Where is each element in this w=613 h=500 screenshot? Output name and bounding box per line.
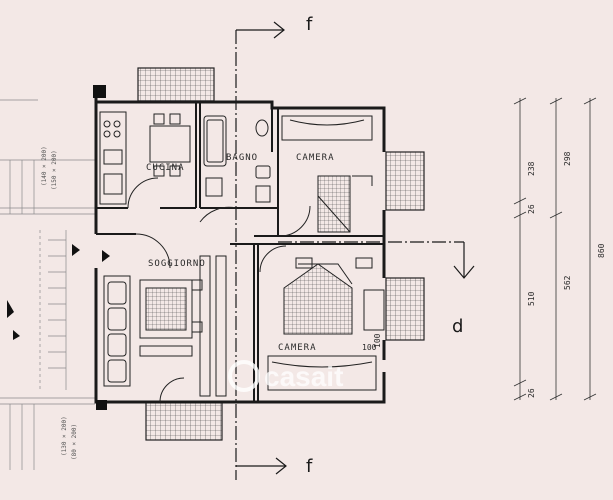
- bedroom-bottom: [259, 245, 385, 391]
- watermark: casait: [228, 360, 343, 392]
- watermark-text: casait: [264, 361, 343, 392]
- room-label-cucina: CUCINA: [146, 163, 185, 173]
- dim-26-top: 26: [527, 204, 536, 214]
- left-structure: [0, 99, 95, 470]
- room-label-soggiorno: SOGGIORNO: [148, 259, 206, 269]
- door-dim-b: 100: [373, 333, 382, 348]
- section-mark-top: f: [306, 14, 313, 35]
- dim-562: 562: [563, 275, 572, 290]
- bathroom-fixtures: [199, 115, 271, 223]
- balcony-right-top: [385, 151, 425, 211]
- bedroom-top: [279, 115, 373, 237]
- dim-26-bottom: 26: [527, 388, 536, 398]
- balcony-top: [137, 67, 215, 103]
- room-label-camera-top: CAMERA: [296, 153, 335, 163]
- kitchen-fixtures: [99, 111, 191, 209]
- side-note-c: (130 × 200): [61, 416, 68, 456]
- dim-860: 860: [597, 243, 606, 258]
- room-label-bagno: BAGNO: [226, 153, 258, 163]
- section-mark-right: d: [452, 316, 463, 337]
- section-mark-bottom: f: [306, 456, 313, 477]
- side-note-a: (140 × 200): [41, 146, 48, 186]
- corner-pillar: [93, 85, 106, 98]
- dim-238: 238: [527, 161, 536, 176]
- dimension-lines: [513, 97, 597, 401]
- room-label-camera-bottom: CAMERA: [278, 343, 317, 353]
- dim-298: 298: [563, 151, 572, 166]
- side-note-d: (80 × 200): [71, 424, 78, 460]
- side-note-b: (150 × 200): [51, 150, 58, 190]
- entry-arrow-icon: [72, 244, 80, 256]
- dim-510: 510: [527, 291, 536, 306]
- door-dim-a: 100: [362, 343, 377, 352]
- balcony-bottom: [145, 401, 223, 441]
- section-lines: [235, 21, 475, 480]
- internal-walls: [96, 102, 384, 402]
- balcony-right-bottom: [385, 277, 425, 341]
- living-room-furniture: [103, 233, 227, 403]
